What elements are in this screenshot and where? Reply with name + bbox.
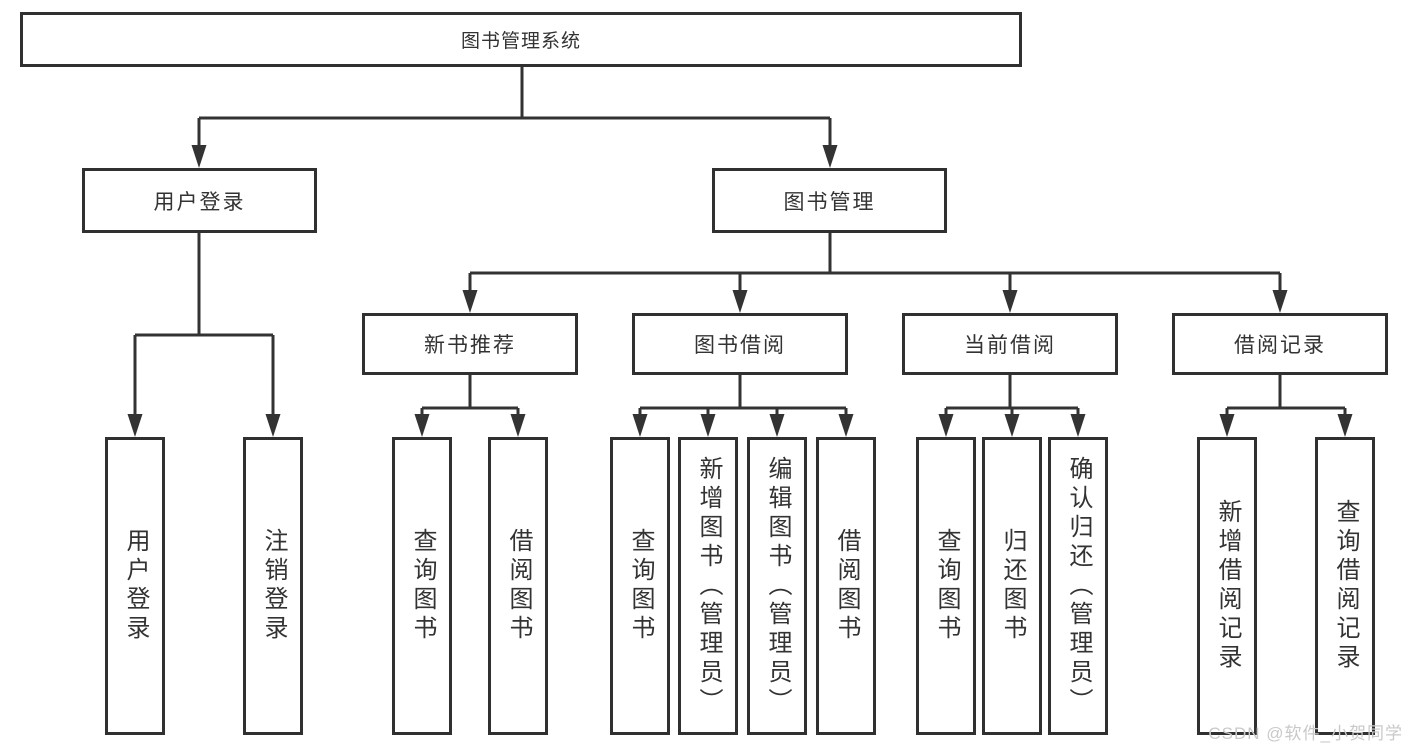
leaf-label: 查询借阅记录: [1332, 499, 1359, 673]
leaf-label: 归还图书: [999, 528, 1026, 644]
leaf-confirm-return-admin: 确认归还（管理员）: [1048, 437, 1108, 735]
leaf-borrow-books: 借阅图书: [816, 437, 876, 735]
leaf-return-books: 归还图书: [982, 437, 1042, 735]
leaf-label: 用户登录: [122, 528, 149, 644]
leaf-query-borrow-record: 查询借阅记录: [1315, 437, 1375, 735]
node-book-management: 图书管理: [712, 168, 947, 233]
node-book-borrowing: 图书借阅: [632, 313, 848, 375]
node-label: 当前借阅: [964, 334, 1056, 357]
node-label: 图书管理: [783, 190, 876, 214]
leaf-label: 注销登录: [260, 528, 287, 644]
leaf-label: 查询图书: [627, 528, 654, 644]
node-label: 用户登录: [153, 190, 246, 214]
leaf-query-books-current: 查询图书: [916, 437, 976, 735]
node-label: 新书推荐: [424, 334, 516, 357]
csdn-watermark: CSDN @软件_小贺同学: [1208, 724, 1403, 743]
leaf-query-books-recommend: 查询图书: [392, 437, 452, 735]
node-user-login: 用户登录: [82, 168, 317, 233]
node-new-book-recommend: 新书推荐: [362, 313, 578, 375]
leaf-label: 查询图书: [409, 528, 436, 644]
leaf-add-borrow-record: 新增借阅记录: [1197, 437, 1257, 735]
leaf-label: 借阅图书: [833, 528, 860, 644]
leaf-label: 新增图书（管理员）: [695, 455, 722, 717]
node-library-management-system: 图书管理系统: [20, 12, 1022, 67]
leaf-label: 借阅图书: [505, 528, 532, 644]
arrowheads: [127, 145, 1353, 437]
node-current-borrowing: 当前借阅: [902, 313, 1118, 375]
leaf-label: 编辑图书（管理员）: [764, 455, 791, 717]
leaf-borrow-books-recommend: 借阅图书: [488, 437, 548, 735]
node-label: 图书借阅: [694, 334, 786, 357]
node-label: 借阅记录: [1234, 334, 1326, 357]
leaf-query-books-borrowing: 查询图书: [610, 437, 670, 735]
leaf-user-login: 用户登录: [105, 437, 165, 735]
leaf-label: 确认归还（管理员）: [1065, 455, 1092, 717]
node-borrowing-records: 借阅记录: [1172, 313, 1388, 375]
leaf-edit-books-admin: 编辑图书（管理员）: [747, 437, 807, 735]
node-label: 图书管理系统: [460, 31, 581, 52]
leaf-label: 新增借阅记录: [1214, 499, 1241, 673]
leaf-add-books-admin: 新增图书（管理员）: [678, 437, 738, 735]
leaf-label: 查询图书: [933, 528, 960, 644]
leaf-logout: 注销登录: [243, 437, 303, 735]
